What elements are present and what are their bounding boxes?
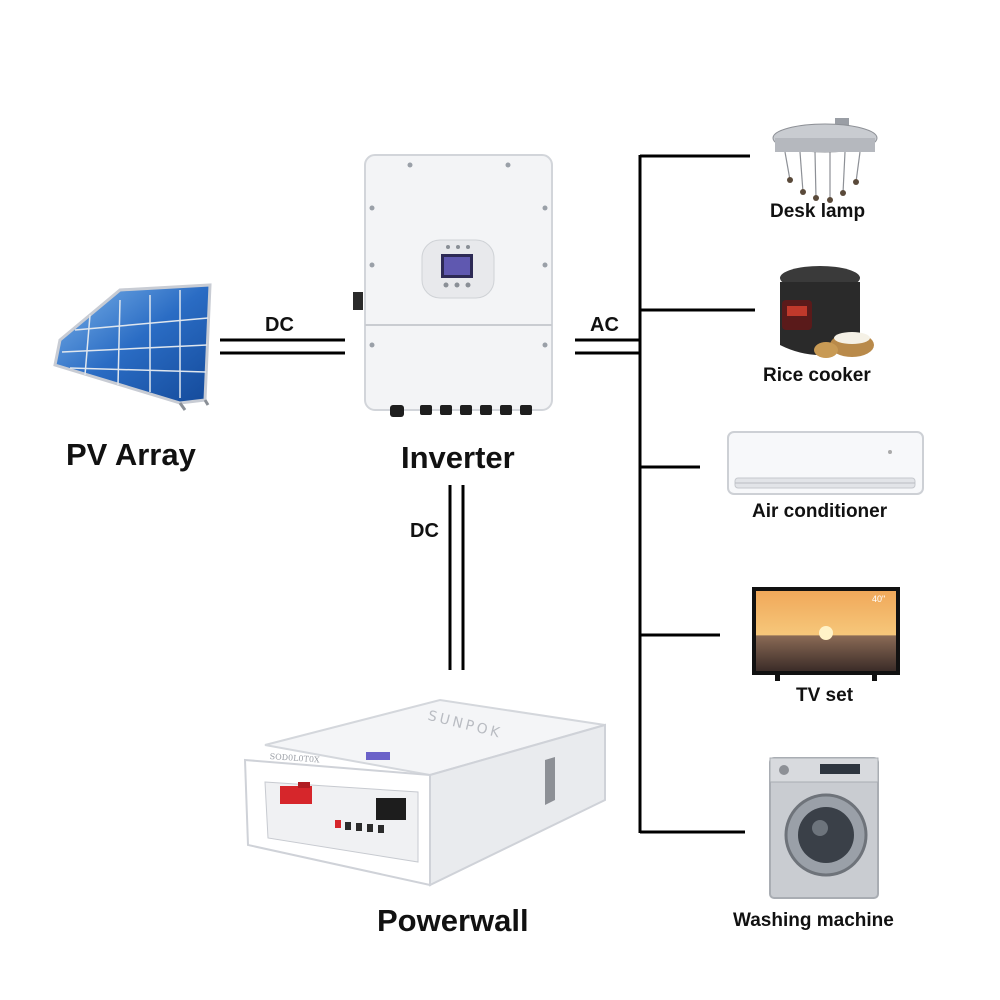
load-label-washing-machine: Washing machine	[733, 910, 894, 931]
dc-label-pv: DC	[265, 314, 294, 336]
load-label-rice-cooker: Rice cooker	[763, 365, 871, 386]
load-label-desk-lamp: Desk lamp	[770, 201, 866, 222]
load-label-air-conditioner: Air conditioner	[752, 501, 888, 522]
dc-label-battery: DC	[410, 520, 439, 542]
inverter-label: Inverter	[401, 440, 515, 475]
tv-screen-size-text: 40"	[872, 594, 886, 604]
ac-label: AC	[590, 314, 619, 336]
pv-array-label: PV Array	[66, 437, 196, 472]
powerwall-label: Powerwall	[377, 903, 529, 938]
load-label-tv-set: TV set	[796, 685, 854, 706]
